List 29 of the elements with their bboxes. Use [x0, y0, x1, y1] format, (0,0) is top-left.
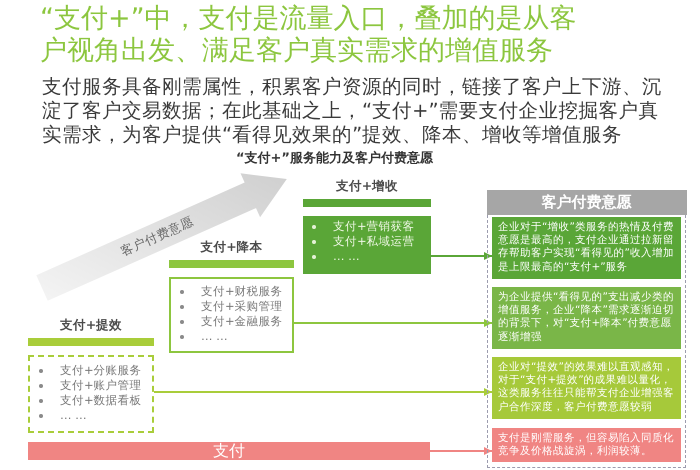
description-box: 为企业提供“看得见的”支出减少类的增值服务，企业“降本”需求逐渐迫切的背景下，对“支付+降本”付费意愿逐渐增强: [492, 287, 681, 349]
list-item: … …: [60, 408, 87, 423]
description-box: 支付是刚需服务，但容易陷入同质化竞争及价格战旋涡，利润较薄。: [492, 428, 681, 462]
list-item: 支付+财税服务: [201, 284, 283, 299]
list-item: 支付+私域运营: [333, 234, 415, 249]
connector-arrow: [154, 388, 492, 396]
chart-title: “支付+”服务能力及客户付费意愿: [236, 151, 433, 167]
tier-heading: 支付+降本: [200, 238, 263, 256]
description-box: 企业对于“增收”类服务的热情及付费意愿是最高的，支付企业通过拉新留存帮助客户实现“看得见的”收入增加是上限最高的“支付+”服务: [492, 217, 681, 279]
connector-arrow: [431, 252, 492, 260]
connector-arrow: [430, 447, 492, 455]
tier-heading: 支付+提效: [60, 316, 122, 334]
list-item: 支付+金融服务: [201, 314, 283, 329]
list-item: … …: [201, 329, 228, 344]
list-item: 支付+账户管理: [60, 378, 142, 393]
panel-header: 客户付费意愿: [486, 190, 686, 215]
list-item: 支付+分账服务: [60, 363, 142, 378]
description-box: 企业对“提效”的效果难以直观感知，对于“支付+提效”的成果难以量化，这类服务往往只能帮支付企业增强客户合作深度，客户付费意愿较弱: [492, 357, 681, 419]
list-item: 支付+数据看板: [60, 393, 142, 408]
dashed-panel: [487, 190, 686, 468]
connector-arrow: [294, 319, 492, 327]
tier-heading: 支付+增收: [336, 177, 398, 195]
arrow-label: 客户付费意愿: [118, 213, 196, 259]
page-title: “支付+”中，支付是流量入口，叠加的是从客户视角出发、满足客户真实需求的增值服务: [40, 3, 578, 67]
base-layer-bar: 支付: [28, 442, 430, 460]
list-item: 支付+采购管理: [201, 299, 283, 314]
list-item: 支付+营销获客: [333, 219, 415, 234]
list-item: … …: [333, 249, 360, 264]
intro-paragraph: 支付服务具备刚需属性，积累客户资源的同时，链接了客户上下游、沉淀了客户交易数据；在此基础之上，“支付+”需要支付企业挖掘客户真实需求，为客户提供“看得见效果的”提效、降本、增收等增值服务: [42, 75, 663, 147]
